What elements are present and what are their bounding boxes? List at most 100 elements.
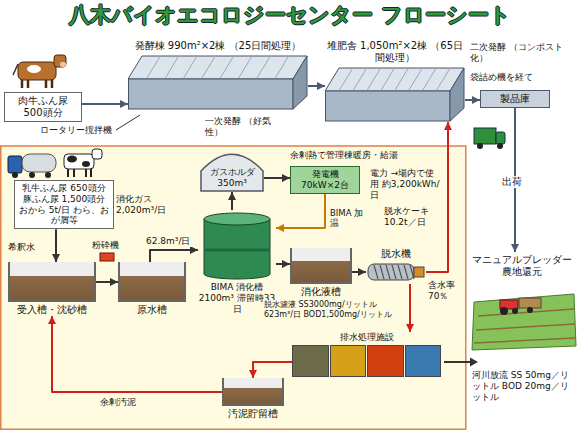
flow-arrow: [82, 103, 128, 105]
flow-label: 余剰汚泥: [100, 397, 142, 408]
truck-wheel: [12, 172, 18, 178]
tank-shape: [8, 262, 96, 302]
tank: 汚泥貯留槽: [222, 378, 284, 420]
wastewater-plant: 排水処理施設: [292, 332, 442, 377]
cow-patch: [27, 65, 41, 73]
flow-arrow: [96, 281, 118, 283]
roof-rib: [436, 68, 450, 91]
flow-arrow: [426, 122, 448, 272]
discharge-head: [470, 358, 478, 367]
callout-text: 希釈水: [8, 242, 44, 253]
dome-outline: [201, 154, 263, 191]
warehouse-box: 製品庫: [480, 90, 550, 108]
node-text: 原水槽: [118, 304, 186, 316]
shipping-truck: [474, 128, 505, 149]
truck-cab: [496, 132, 505, 144]
compost-building: 堆肥舎 1,050m²×2棟 （65日間処理）: [325, 40, 465, 122]
spreader: [519, 298, 541, 308]
building-shape: [128, 54, 308, 110]
callout-text: 粉砕機: [92, 240, 128, 251]
farm-field: [472, 294, 576, 350]
screw-thread: [374, 265, 378, 279]
screw-thread: [380, 265, 384, 279]
roof-rib: [256, 56, 270, 79]
callout-text: 余剰熱で管理棟暖房・給湯: [290, 150, 404, 161]
cow-head: [92, 149, 102, 159]
screw-body: [368, 264, 414, 280]
callout-text: 袋詰め機を経て: [470, 72, 574, 83]
truck-cab: [8, 156, 22, 173]
tank: 原水槽: [118, 262, 186, 316]
generator-box: 発電機 70kW×2台: [290, 166, 360, 194]
cylinder-band: [204, 249, 270, 252]
node-text: マニュアルブレッダー 農地還元: [470, 254, 574, 278]
dewatering-machine: 脱水機: [366, 248, 426, 284]
screw-press: [366, 260, 426, 284]
screw-thread: [392, 265, 396, 279]
building-end: [450, 68, 464, 121]
tank-shape: [222, 378, 284, 406]
flow-arrow: [276, 194, 325, 228]
flow-arrow: [409, 284, 411, 332]
furrow: [474, 338, 575, 343]
building-wall: [129, 79, 294, 109]
flow-label: 脱水濾液 SS3000mg/リットル 623m³/日 BOD1,500mg/リッ…: [264, 300, 396, 319]
screw-thread: [410, 265, 414, 279]
cylinder-side: [270, 219, 271, 274]
digester-tank: BIMA 消化槽 2100m³ 滞留時33日: [198, 210, 276, 314]
tank: 消化液槽: [290, 248, 352, 298]
roof-rib: [408, 68, 422, 91]
treatment-tank: [292, 345, 329, 377]
roof-rib: [275, 56, 289, 79]
truck-wheel: [477, 143, 483, 149]
roof-rib: [394, 68, 408, 91]
cow-patch: [67, 156, 77, 163]
node-text: 乳牛ふん尿 650頭分 豚ふん尿 1,500頭分 おから 5t/日 わら、おが屑…: [18, 183, 110, 226]
flow-arrow: [231, 192, 233, 210]
node-text: 肉牛ふん尿 500頭分: [8, 95, 78, 119]
flow-arrow: [276, 263, 290, 265]
roof-rib: [183, 56, 197, 79]
callout-text: 二次発酵 （コンポスト化）: [470, 42, 574, 64]
flow-label: 消化ガス 2,020m³/日: [116, 194, 196, 216]
source-tag: 肉牛ふん尿 500頭分: [4, 92, 82, 122]
treatment-tank: [330, 345, 367, 377]
flow-arrow: [264, 177, 290, 179]
tank-shape: [290, 248, 352, 284]
title-text: 八木バイオエコロジーセンター フローシート: [0, 3, 580, 28]
flow-arrow: [352, 271, 366, 273]
node-text: 消化液槽: [290, 286, 352, 298]
node-text: 製品庫: [484, 93, 546, 105]
cow-body: [18, 62, 56, 80]
fermentation-building: 発酵棟 990m²×2棟 （25日間処理）: [128, 40, 308, 110]
node-text: 排水処理施設: [292, 332, 442, 343]
roof-rib: [367, 68, 381, 91]
flow-label: 脱水ケーキ 10.2t／日: [384, 206, 444, 228]
callout-text: 河川放流 SS 50mg／リットル BOD 20mg／リットル: [472, 370, 576, 402]
field-box: マニュアルブレッダー 農地還元: [468, 252, 576, 280]
crusher-symbol: [100, 253, 114, 261]
roof-rib: [146, 56, 160, 79]
dairy-cow: [64, 149, 102, 177]
node-text: ガスホルダ 350m³: [200, 167, 264, 189]
cylinder-top: [204, 213, 270, 225]
gas-holder: ガスホルダ 350m³: [200, 150, 264, 192]
flow-arrow: [150, 250, 198, 262]
node-text: 汚泥貯留槽: [222, 408, 284, 420]
flow-arrow: [465, 99, 480, 101]
field: [472, 294, 576, 350]
roof-rib: [353, 68, 367, 91]
roof-rib: [381, 68, 395, 91]
treatment-tank: [405, 345, 442, 377]
roof-rib: [165, 56, 179, 79]
node-text: 発酵棟 990m²×2棟 （25日間処理）: [128, 40, 308, 52]
cow-body: [64, 154, 94, 169]
building-shape: [325, 66, 465, 122]
callout-text: 電力 →場内で使用 約3,200kWh/日: [370, 168, 442, 200]
flow-label: 出荷: [502, 176, 528, 188]
node-text: 受入槽・沈砂槽: [8, 304, 96, 316]
roof-rib: [422, 68, 436, 91]
cow-patch: [82, 161, 90, 167]
